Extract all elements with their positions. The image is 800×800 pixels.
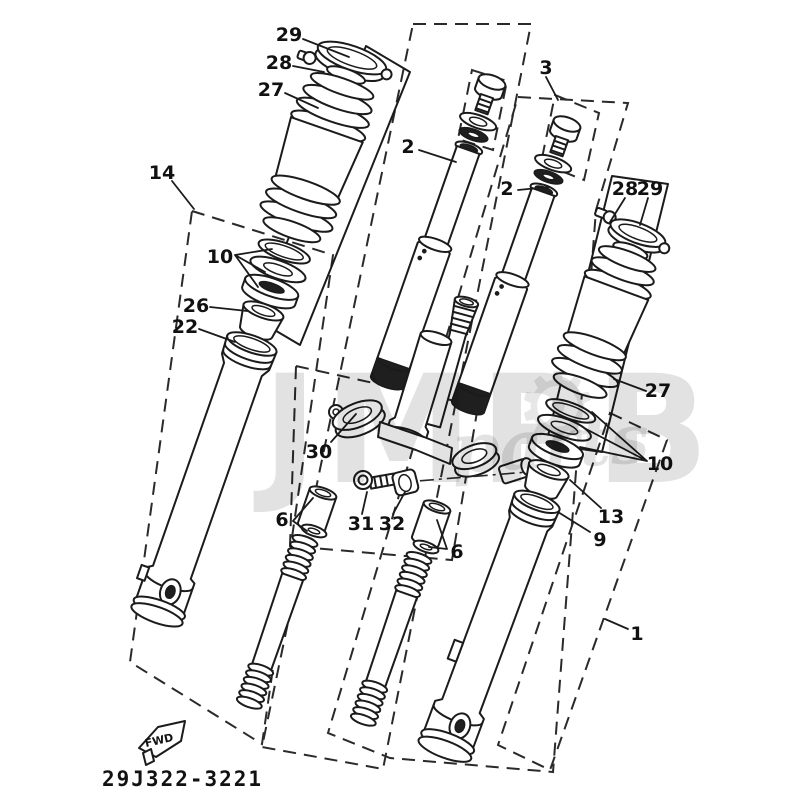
under-bracket — [328, 399, 536, 485]
spacer-right — [410, 499, 452, 549]
watermark-sub-text: parts — [450, 399, 651, 489]
fwd-arrow: FWD — [138, 720, 186, 766]
box-outer-assy-right — [496, 411, 669, 772]
right-fork-leg — [417, 206, 671, 763]
callout-pinch-bolt: 31 — [348, 513, 374, 535]
leader-lines — [171, 38, 649, 630]
callout-inner-tube-right: 2 — [500, 178, 513, 200]
callout-clamp-right: 29 — [637, 178, 663, 200]
callout-seal-set-right: 10 — [647, 453, 673, 475]
fork-spring-left — [235, 533, 319, 710]
pinch-bolt-part — [353, 470, 397, 490]
bushing-left-part — [239, 300, 285, 341]
callout-inner-tube-left: 2 — [401, 136, 414, 158]
callout-outer-tube-left: 22 — [172, 316, 198, 338]
cap-oring-left — [458, 126, 489, 143]
callout-boot-right: 27 — [645, 380, 671, 402]
callout-screw-left: 28 — [266, 52, 292, 74]
dust-boot-right — [551, 241, 657, 399]
seal-set-right-parts — [527, 398, 597, 469]
callout-bushing-right: 13 — [598, 506, 624, 528]
part-number: 29J322-3221 — [102, 767, 263, 791]
callout-outer-tube-right: 9 — [593, 529, 606, 551]
callout-spacer-right: 6 — [450, 541, 463, 563]
callout-under-bracket: 30 — [306, 441, 332, 463]
callout-bushing-left: 26 — [183, 295, 209, 317]
gear-icon: ⚙ — [515, 353, 600, 463]
box-cap-kit-right — [539, 93, 601, 182]
callout-seal-set-left: 10 — [207, 246, 233, 268]
outer-tube-left-part — [130, 331, 278, 628]
dust-boot-left — [259, 65, 375, 244]
clamp-screw-left — [296, 49, 317, 65]
cap-washer-right — [534, 153, 573, 174]
clamp-screw-right — [594, 206, 617, 225]
callout-clamp-piece: 32 — [379, 513, 405, 535]
cap-bolt-right — [549, 115, 582, 158]
watermark-main-text: JMPB — [253, 344, 715, 518]
fork-spring-right — [349, 550, 433, 727]
left-fork-leg — [130, 40, 393, 628]
inner-tube-right-part — [450, 182, 559, 416]
callout-fork-assy-left: 14 — [149, 162, 175, 184]
box-fork-assy-left — [128, 209, 335, 746]
fwd-label: FWD — [144, 731, 175, 750]
inner-tube-left-assy — [369, 73, 507, 391]
cap-washer-left — [459, 111, 498, 132]
inner-tube-left-part — [369, 140, 484, 391]
callout-clamp-left: 29 — [276, 24, 302, 46]
watermark: JMPB parts ⚙ — [253, 344, 715, 518]
box-steering-clamp — [288, 364, 480, 562]
damper-rod — [425, 295, 480, 429]
spring-column-right — [349, 499, 452, 727]
callout-cap-bolt-kit: 3 — [539, 57, 552, 79]
callout-outer-assy-right: 1 — [630, 623, 643, 645]
pinch-bolt-axis — [392, 470, 541, 484]
spring-seat-right — [412, 539, 440, 555]
cap-oring-right — [533, 168, 564, 185]
outer-tube-right-part — [417, 489, 561, 763]
callout-labels: 29 28 27 14 10 26 22 2 3 2 28 29 27 10 1… — [149, 24, 673, 645]
clamp-piece-part — [391, 468, 420, 497]
callout-screw-right: 28 — [612, 178, 638, 200]
cap-bolt-left — [474, 73, 507, 116]
callout-boot-left: 27 — [258, 79, 284, 101]
under-bracket-assy — [328, 399, 541, 497]
callout-spacer-left: 6 — [275, 509, 288, 531]
inner-tube-right-assy — [450, 115, 582, 416]
box-inner-tube-right — [326, 95, 630, 774]
